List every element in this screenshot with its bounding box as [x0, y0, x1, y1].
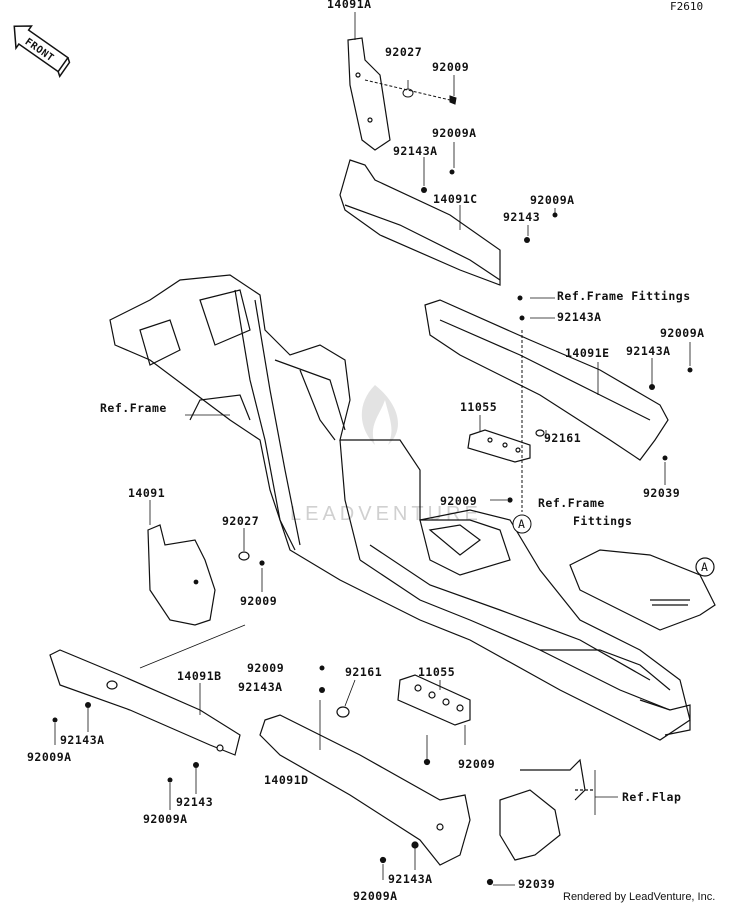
part-14091-drawing: [147, 524, 265, 626]
part-11055-upper-drawing: [467, 429, 545, 503]
callout-a-upper: A: [512, 330, 532, 534]
label-92143A-3: 92143A: [626, 344, 671, 358]
label-92143-b: 92143: [176, 795, 213, 809]
label-92009A-b2: 92009A: [143, 812, 188, 826]
figure-code: F2610: [670, 0, 703, 13]
label-92009-b2: 92009: [458, 757, 495, 771]
label-ref-flap: Ref.Flap: [622, 790, 681, 804]
label-92039-1: 92039: [643, 486, 680, 500]
part-14091D-drawing: [259, 714, 494, 886]
bolts-14091B: [52, 665, 325, 783]
label-11055-1: 11055: [460, 400, 497, 414]
label-92027-top: 92027: [385, 45, 422, 59]
part-14091A-drawing: [347, 37, 391, 151]
part-14091C-drawing: [339, 159, 501, 286]
label-14091A: 14091A: [327, 0, 372, 11]
label-14091B: 14091B: [177, 669, 222, 683]
part-14091E-drawing: [424, 299, 669, 461]
front-arrow-icon: FRONT: [13, 25, 71, 78]
label-92009A-3: 92009A: [660, 326, 705, 340]
part-labels: 14091A 92027 92009 92009A 92143A 14091C …: [27, 0, 705, 903]
label-92143A-b1: 92143A: [238, 680, 283, 694]
label-ref-frame-fittings-1: Ref.Frame Fittings: [557, 289, 691, 303]
label-92009A-1: 92009A: [432, 126, 477, 140]
label-ref-frame-fittings-2a: Ref.Frame: [538, 496, 605, 510]
part-11055-lower-drawing: [336, 674, 471, 766]
label-92009A-2: 92009A: [530, 193, 575, 207]
frame-drawing: [109, 274, 691, 741]
label-14091: 14091: [128, 486, 165, 500]
ref-flap-drawing: [499, 758, 595, 861]
label-92009-b1: 92009: [247, 661, 284, 675]
bolts-14091C: [421, 169, 558, 243]
footer-credit: Rendered by LeadVenture, Inc.: [563, 891, 715, 903]
label-14091E: 14091E: [565, 346, 610, 360]
label-92009-mid: 92009: [440, 494, 477, 508]
label-ref-frame-fittings-2b: Fittings: [573, 514, 632, 528]
label-92009A-b1: 92009A: [27, 750, 72, 764]
label-92161-1: 92161: [544, 431, 581, 445]
label-92009-left: 92009: [240, 594, 277, 608]
callout-a-inset-text: A: [701, 560, 708, 574]
label-92143A-b2: 92143A: [60, 733, 105, 747]
label-11055-2: 11055: [418, 665, 455, 679]
label-92039-2: 92039: [518, 877, 555, 891]
leader-lines: [54, 12, 691, 886]
label-92143A-1: 92143A: [393, 144, 438, 158]
label-92161-2: 92161: [345, 665, 382, 679]
label-92027-left: 92027: [222, 514, 259, 528]
callout-a-upper-text: A: [518, 517, 525, 531]
bolts-14091E: [517, 295, 693, 461]
label-92009A-b3: 92009A: [353, 889, 398, 903]
label-14091C: 14091C: [433, 192, 478, 206]
label-92009-top: 92009: [432, 60, 469, 74]
label-92143A-b3: 92143A: [388, 872, 433, 886]
label-ref-frame: Ref.Frame: [100, 401, 167, 415]
washer-bolt-top: [364, 79, 457, 105]
frame-fittings-inset: A: [569, 549, 716, 631]
label-14091D: 14091D: [264, 773, 309, 787]
part-14091B-drawing: [49, 649, 241, 756]
label-92143A-2: 92143A: [557, 310, 602, 324]
label-92143-1: 92143: [503, 210, 540, 224]
